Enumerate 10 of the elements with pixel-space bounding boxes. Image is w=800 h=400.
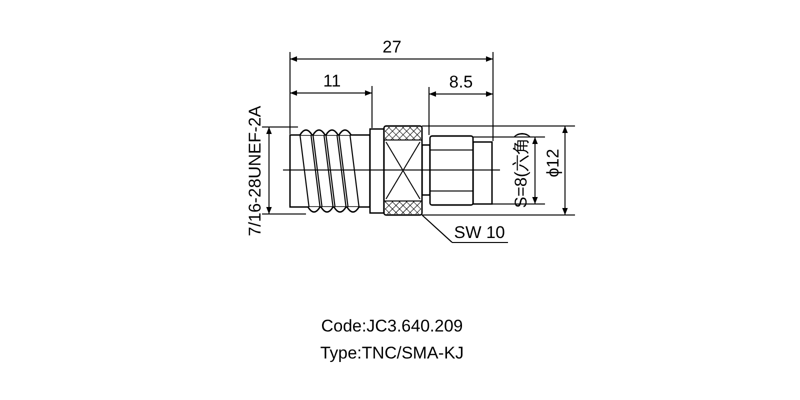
leader-line bbox=[422, 214, 452, 243]
code-label: Code:JC3.640.209 bbox=[321, 318, 463, 334]
dimension-label: 8.5 bbox=[449, 74, 473, 90]
type-label: Type:TNC/SMA-KJ bbox=[320, 344, 464, 362]
dimension-label: ϕ12 bbox=[544, 148, 562, 178]
callout-label: SW 10 bbox=[452, 224, 508, 243]
dimension-label: 11 bbox=[323, 72, 341, 90]
knurled-nut bbox=[383, 125, 423, 216]
thread-label: 7/16-28UNEF-2A bbox=[246, 106, 264, 236]
dimension-label: 27 bbox=[382, 38, 402, 56]
